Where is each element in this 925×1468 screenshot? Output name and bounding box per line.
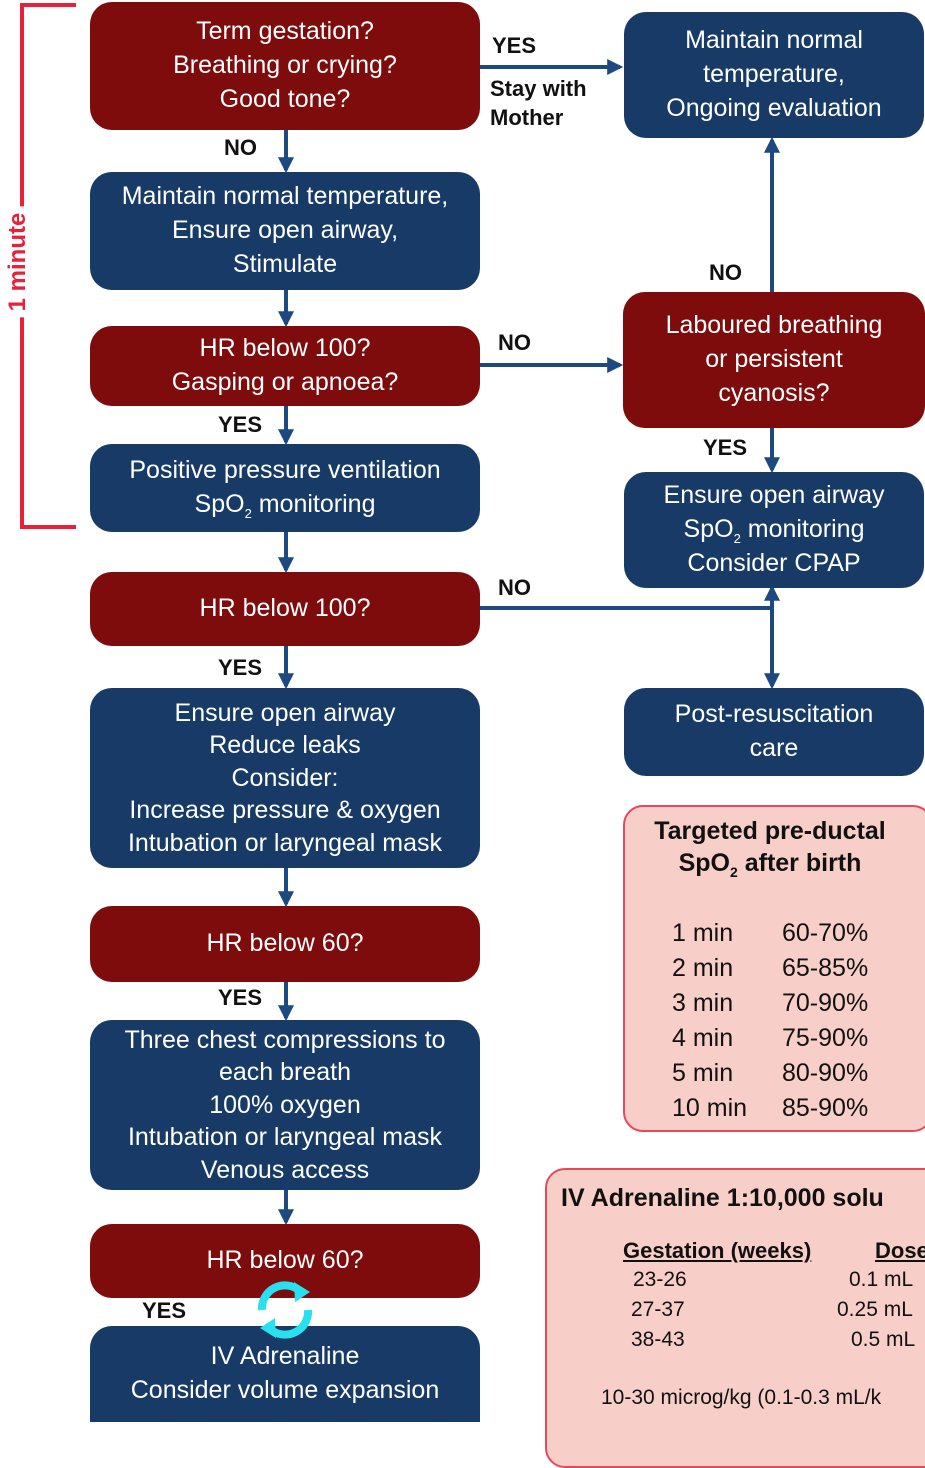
- label-yes-top: YES: [492, 33, 537, 58]
- col-header-dose: Dose: [875, 1238, 925, 1263]
- one-minute-label: 1 minute: [4, 206, 32, 318]
- gestation-cell: 38-43: [631, 1328, 685, 1351]
- label-yes-hr100b: YES: [218, 655, 263, 680]
- adrenaline-dose-footnote: 10-30 microg/kg (0.1-0.3 mL/k: [601, 1386, 882, 1409]
- label-no-hr100b: NO: [498, 575, 531, 600]
- label-mother: Mother: [490, 105, 564, 130]
- col-header-gestation: Gestation (weeks): [623, 1238, 812, 1263]
- node-laboured-breathing: Laboured breathing or persistent cyanosi…: [623, 292, 925, 428]
- node-post-resuscitation-care: Post-resuscitation care: [624, 688, 924, 776]
- node-chest-compressions: Three chest compressions to each breath …: [90, 1020, 480, 1190]
- gestation-cell: 23-26: [633, 1268, 687, 1291]
- spo2-panel-title-line1: Targeted pre-ductal: [654, 817, 886, 845]
- label-yes-hr60a: YES: [218, 985, 263, 1010]
- dose-cell: 0.1 mL: [849, 1268, 914, 1291]
- label-yes-laboured: YES: [703, 435, 748, 460]
- label-no-hr100: NO: [498, 330, 531, 355]
- node-ensure-airway-cpap: Ensure open airway SpO2 monitoring Consi…: [624, 472, 924, 588]
- node-hr-below-60-first: HR below 60?: [90, 906, 480, 982]
- gestation-cell: 27-37: [631, 1298, 685, 1321]
- node-hr-below-100-gasping: HR below 100? Gasping or apnoea?: [90, 326, 480, 406]
- label-stay-with: Stay with: [490, 76, 587, 101]
- dose-cell: 0.5 mL: [851, 1328, 916, 1351]
- label-yes-hr60b: YES: [142, 1298, 187, 1323]
- spo2-target-panel: Targeted pre-ductal SpO2 after birth 1 m…: [623, 805, 925, 1132]
- node-ensure-airway-reduce-leaks: Ensure open airway Reduce leaks Consider…: [90, 688, 480, 868]
- node-positive-pressure-ventilation: Positive pressure ventilation SpO2 monit…: [90, 444, 480, 532]
- node-hr-below-100: HR below 100?: [90, 572, 480, 646]
- adrenaline-dose-panel: IV Adrenaline 1:10,000 solu Gestation (w…: [545, 1168, 925, 1468]
- node-term-gestation-check: Term gestation? Breathing or crying? Goo…: [90, 2, 480, 130]
- refresh-icon: [257, 1281, 313, 1339]
- label-yes-ppv: YES: [218, 412, 263, 437]
- label-no-laboured: NO: [709, 260, 742, 285]
- node-maintain-evaluation: Maintain normal temperature, Ongoing eva…: [624, 12, 924, 138]
- spo2-panel-title-line2: SpO2 after birth: [678, 849, 862, 880]
- node-maintain-temperature: Maintain normal temperature, Ensure open…: [90, 172, 480, 290]
- dose-cell: 0.25 mL: [837, 1298, 913, 1321]
- node-iv-adrenaline: IV Adrenaline Consider volume expansion: [90, 1326, 480, 1422]
- label-no-term: NO: [224, 135, 257, 160]
- adrenaline-panel-title: IV Adrenaline 1:10,000 solu: [561, 1184, 884, 1212]
